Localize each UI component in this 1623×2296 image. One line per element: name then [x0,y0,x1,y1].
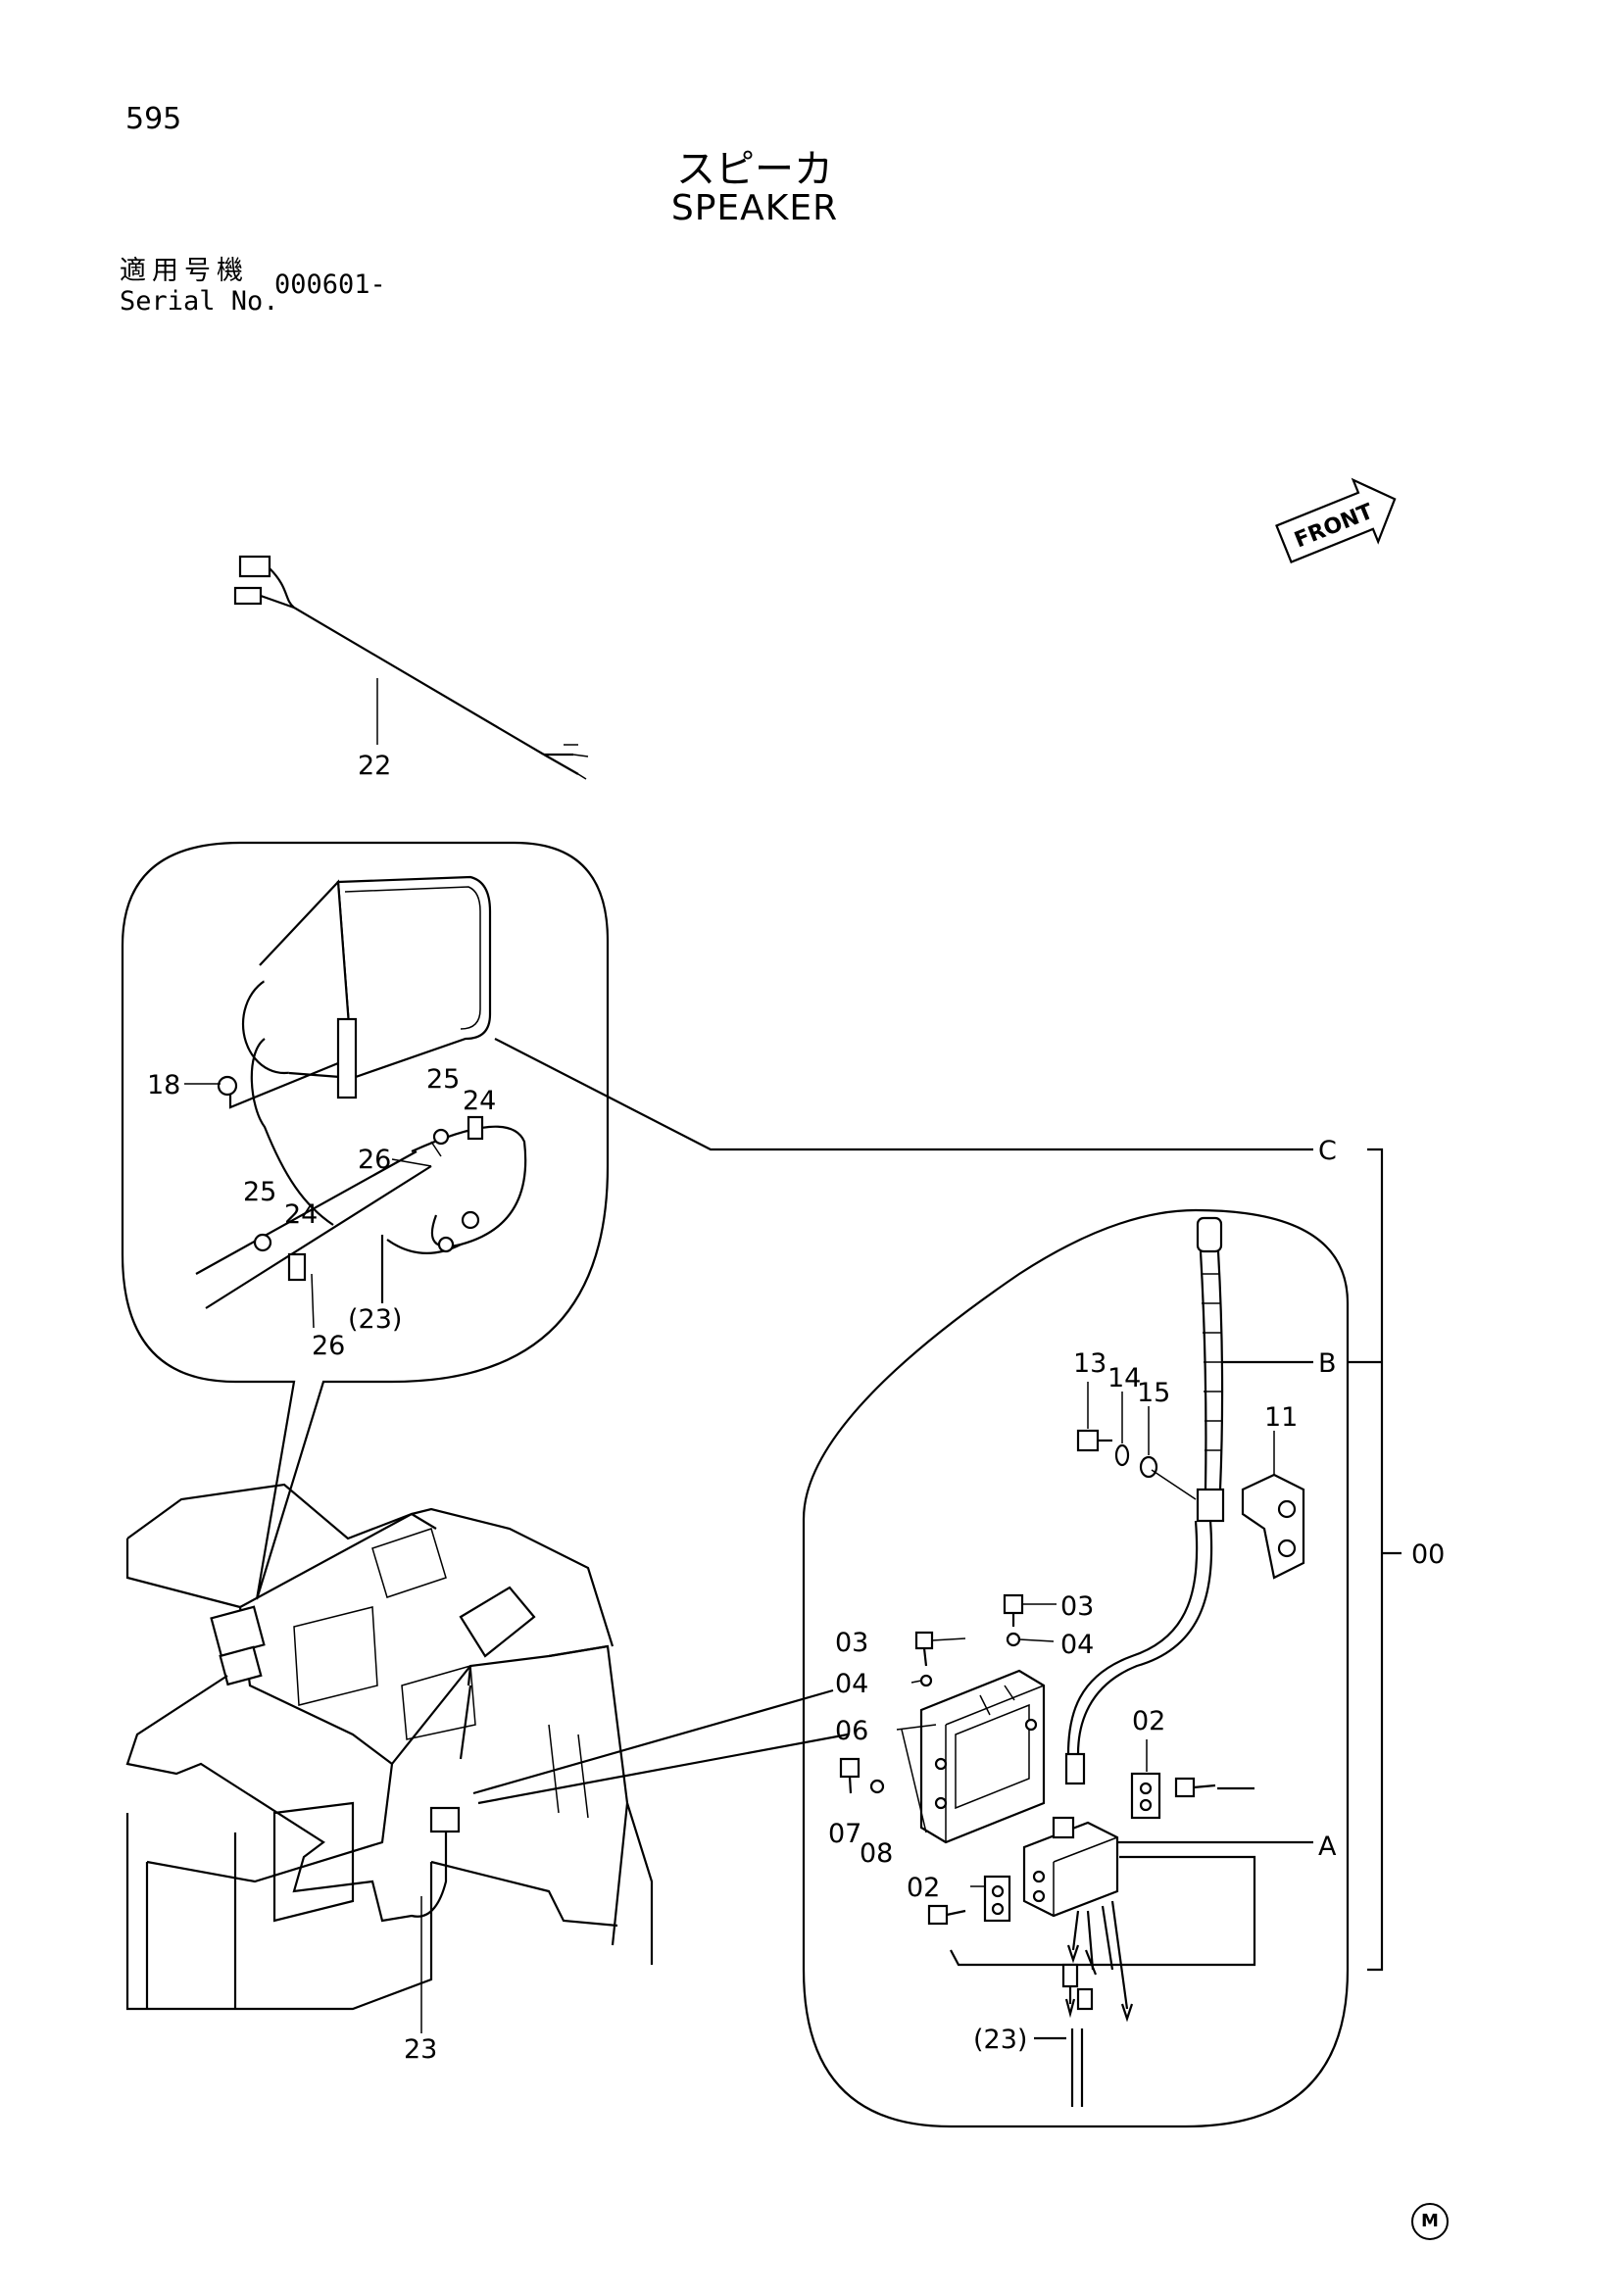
ref-a: A [1318,1832,1337,1862]
speaker-controller-unit [1022,1816,1134,2023]
page-number: 595 [125,102,182,136]
callout-06: 06 [835,1716,868,1746]
callout-23-detail: (23) [348,1304,402,1335]
mount-bracket [919,1669,1046,1844]
callout-25: 25 [426,1064,460,1095]
callout-03: 03 [1060,1591,1094,1622]
callout-23: 23 [404,2034,437,2065]
page-title-japanese: スピーカ [676,147,833,192]
callout-11: 11 [1264,1402,1298,1433]
registered-mark-icon: M [1411,2203,1449,2240]
serial-label: Serial No. [120,286,279,317]
callout-18: 18 [147,1070,180,1100]
callout-24: 24 [463,1086,496,1116]
callout-13: 13 [1073,1348,1107,1379]
machine-cab [125,1483,654,2011]
callout-24-lower: 24 [284,1199,318,1230]
callout-00: 00 [1411,1539,1445,1570]
callout-26-lower: 26 [312,1331,345,1361]
callout-08: 08 [860,1838,893,1869]
front-arrow-icon: FRONT [1275,477,1397,563]
callout-15: 15 [1137,1378,1170,1408]
callout-04-left: 04 [835,1669,868,1699]
serial-label-japanese: 適用号機 [120,256,249,286]
callout-23-controller: (23) [973,2025,1027,2055]
ref-c: C [1318,1136,1337,1166]
callout-26: 26 [358,1145,391,1175]
callout-22: 22 [358,751,391,781]
callout-03-left: 03 [835,1628,868,1658]
speaker-detail-bubble [121,841,610,1600]
controller-detail-bubble [802,1208,1350,2128]
wire-harness-22 [233,555,589,780]
callout-07: 07 [828,1819,861,1849]
callout-14: 14 [1107,1363,1141,1393]
ref-b: B [1318,1348,1337,1379]
serial-value: 000601- [274,269,386,300]
page-title: SPEAKER [670,188,839,228]
callout-25-lower: 25 [243,1177,276,1207]
microphone-gooseneck [1064,1216,1225,1785]
callout-02-upper: 02 [1132,1706,1165,1736]
speaker-horn [241,875,492,1226]
callout-04: 04 [1060,1630,1094,1660]
callout-02: 02 [907,1873,940,1903]
